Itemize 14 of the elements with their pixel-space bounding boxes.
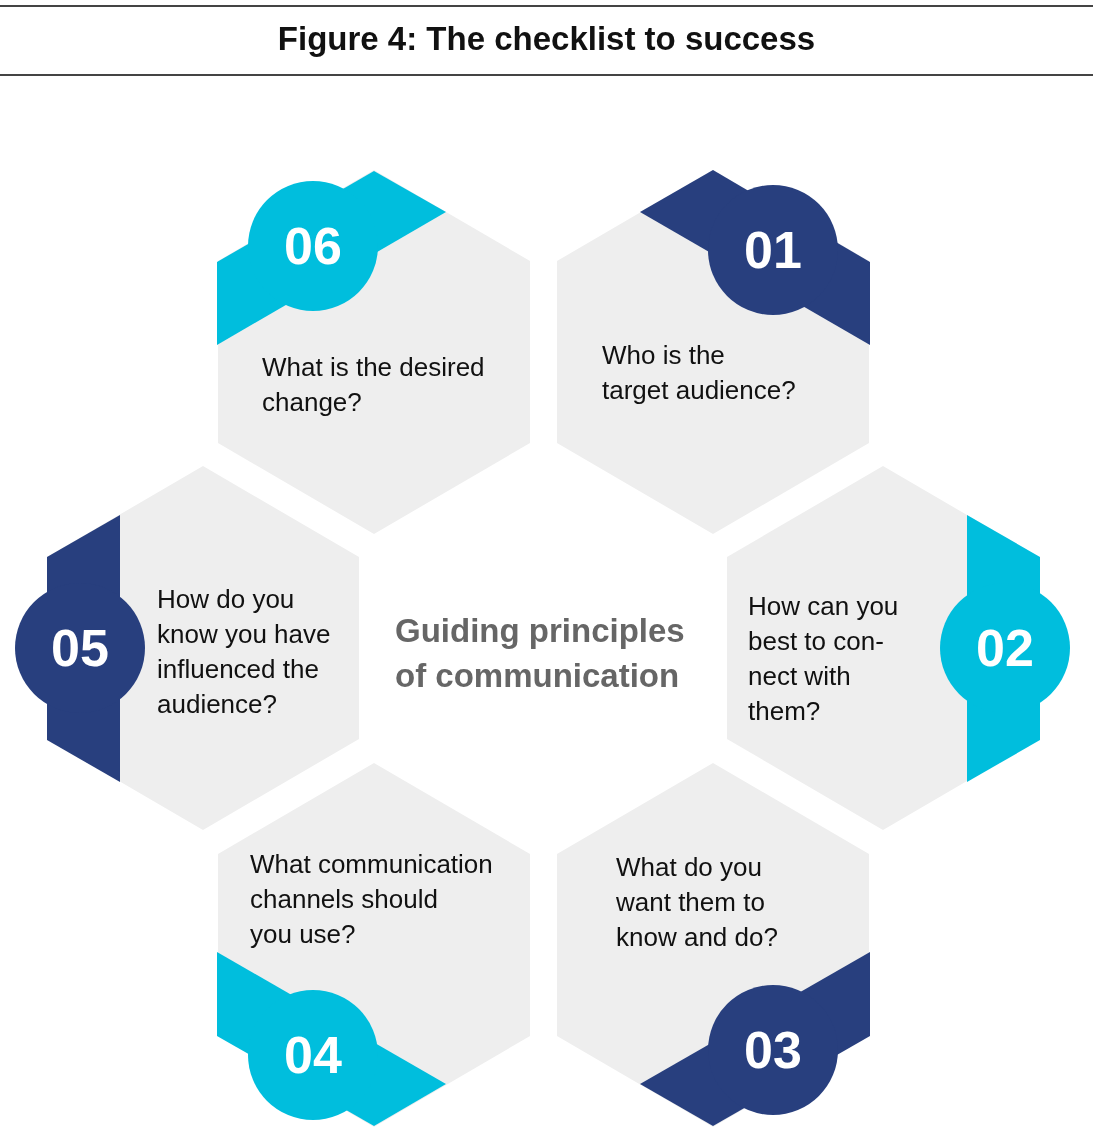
question-text: What is the desired change? xyxy=(262,351,485,419)
question-text: How can you best to con- nect with them? xyxy=(748,590,899,728)
question-text: What do you want them to know and do? xyxy=(616,851,778,954)
question-text: What communication channels should you use? xyxy=(250,848,493,951)
step-number: 04 xyxy=(283,1025,343,1085)
step-number: 01 xyxy=(743,220,803,280)
question-text: Who is the target audience? xyxy=(602,339,796,407)
step-number: 05 xyxy=(50,618,110,678)
figure-title: Figure 4: The checklist to success xyxy=(276,20,817,58)
center-heading: Guiding principles of communication xyxy=(395,611,686,696)
step-number: 03 xyxy=(743,1020,803,1080)
step-number: 06 xyxy=(283,216,343,276)
question-text: How do you know you have influenced the audience? xyxy=(157,583,331,721)
step-number: 02 xyxy=(975,618,1035,678)
